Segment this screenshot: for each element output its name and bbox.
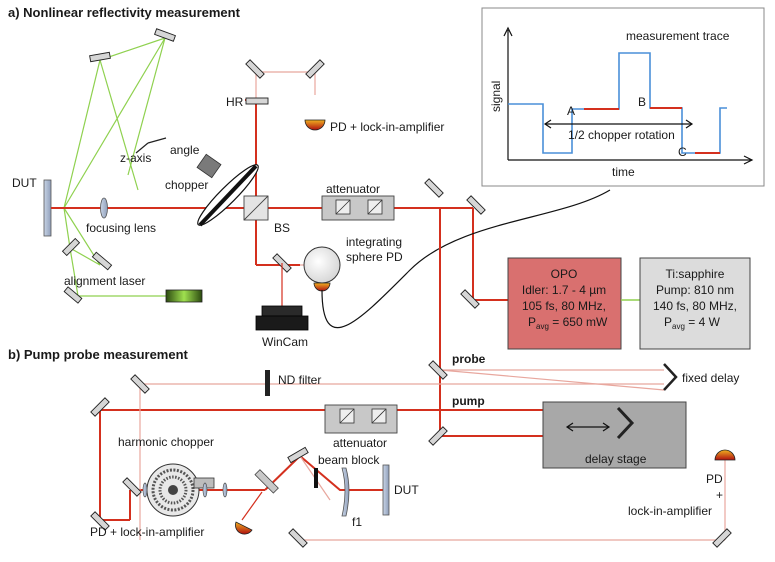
trace-mark-b: B xyxy=(638,95,646,109)
ti-line2: 140 fs, 80 MHz, xyxy=(653,299,737,313)
wincam-label: WinCam xyxy=(262,335,308,349)
focusing-lens xyxy=(100,197,108,219)
opo-val: = 650 mW xyxy=(549,315,608,329)
photodiode-b1 xyxy=(235,521,253,535)
delay-stage-label: delay stage xyxy=(585,452,647,466)
alignment-laser xyxy=(165,289,203,303)
sphere-photodiode xyxy=(313,282,331,292)
signal-cable xyxy=(321,189,611,329)
delay-retro xyxy=(616,406,635,440)
mirror xyxy=(460,289,480,309)
mirror xyxy=(245,59,265,79)
ti-sapphire-box xyxy=(639,257,751,350)
mirror xyxy=(61,28,176,304)
trace-mark-a: A xyxy=(567,104,575,118)
f1-label: f1 xyxy=(352,515,362,529)
alignment-laser-label: alignment laser xyxy=(64,274,145,288)
z-axis-label: z-axis xyxy=(120,151,151,165)
alignment-beam xyxy=(63,36,185,297)
probe-label: probe xyxy=(452,352,486,366)
beam-splitter-b xyxy=(254,469,279,494)
angle-label: angle xyxy=(170,143,200,157)
trace-xlabel: time xyxy=(612,165,635,179)
ti-line3: Pavg = 4 W xyxy=(664,315,721,331)
attenuator-b-label: attenuator xyxy=(333,436,387,450)
opo-line3: Pavg = 650 mW xyxy=(528,315,608,331)
ti-title: Ti:sapphire xyxy=(666,267,725,281)
measurement-trace-box xyxy=(481,7,765,187)
dut-a xyxy=(43,179,52,237)
mirror xyxy=(305,59,325,79)
opo-title: OPO xyxy=(551,267,578,281)
chopper-motor xyxy=(196,153,222,179)
integrating-sphere xyxy=(303,246,341,284)
delay-stage xyxy=(542,401,687,469)
dut-b xyxy=(382,464,390,516)
nd-filter xyxy=(265,370,270,396)
attenuator-a-label: attenuator xyxy=(326,182,380,196)
f1-lens xyxy=(341,467,350,517)
probe-beam xyxy=(139,369,726,541)
angle-marker xyxy=(135,137,167,154)
dut-b-label: DUT xyxy=(394,483,419,497)
lockin-b-label: lock-in-amplifier xyxy=(628,504,712,518)
plus-b-label: + xyxy=(716,488,723,502)
opo-p: P xyxy=(528,315,536,329)
pump-label: pump xyxy=(452,394,485,408)
opo-line1: Idler: 1.7 - 4 µm xyxy=(522,283,606,297)
photodiode-a xyxy=(304,119,326,131)
fixed-delay-retro xyxy=(663,363,678,391)
attenuator-a xyxy=(321,195,395,221)
ti-p: P xyxy=(664,315,672,329)
trace-title: measurement trace xyxy=(626,29,730,43)
trace-mark-c: C xyxy=(678,145,687,159)
trace-ylabel: signal xyxy=(489,81,503,112)
bs-label: BS xyxy=(274,221,290,235)
harmonic-chopper-label: harmonic chopper xyxy=(118,435,214,449)
ti-line1: Pump: 810 nm xyxy=(656,283,734,297)
focusing-lens-label: focusing lens xyxy=(86,221,156,235)
photodiode-b2 xyxy=(714,449,736,461)
trace-axes xyxy=(503,26,754,165)
nd-filter-label: ND filter xyxy=(278,373,321,387)
integrating-label-1: integrating xyxy=(346,235,402,249)
telescope-lens xyxy=(142,482,228,498)
section-a-title: a) Nonlinear reflectivity measurement xyxy=(8,5,241,20)
hr-label: HR xyxy=(226,95,244,109)
hr-mirror xyxy=(245,97,269,105)
trace-rotation-label: 1/2 chopper rotation xyxy=(568,128,675,142)
pd-lockin-a-label: PD + lock-in-amplifier xyxy=(330,120,444,134)
opo-line2: 105 fs, 80 MHz, xyxy=(522,299,606,313)
dut-a-label: DUT xyxy=(12,176,37,190)
opo-sub: avg xyxy=(536,322,549,331)
chopper-blade xyxy=(198,164,258,227)
fixed-delay-label: fixed delay xyxy=(682,371,739,385)
beam-block-label: beam block xyxy=(318,453,380,467)
mirror xyxy=(466,195,486,215)
delay-arrow xyxy=(565,422,611,432)
beam-block xyxy=(314,468,318,488)
pd-lockin-b-label: PD + lock-in-amplifier xyxy=(90,525,204,539)
flip-mirror xyxy=(424,178,444,198)
chopper-label: chopper xyxy=(165,178,208,192)
mirror xyxy=(90,360,732,548)
laser-beam-a xyxy=(51,99,508,301)
section-b-title: b) Pump probe measurement xyxy=(8,347,189,362)
integrating-label-2: sphere PD xyxy=(346,250,403,264)
opo-box xyxy=(507,257,622,350)
rotation-arrow xyxy=(543,119,694,129)
ti-val: = 4 W xyxy=(685,315,721,329)
pd-b-label: PD xyxy=(706,472,723,486)
wincam xyxy=(261,305,303,317)
ti-sub: avg xyxy=(672,322,685,331)
